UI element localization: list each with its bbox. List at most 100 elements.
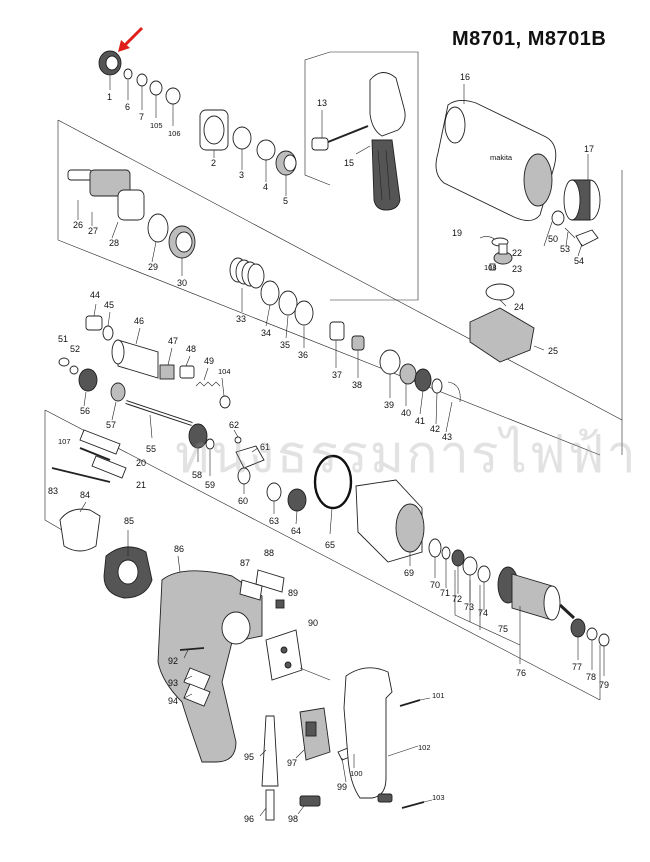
part-label-93: 93: [168, 678, 178, 688]
part-89: [275, 599, 285, 609]
model-title: M8701, M8701B: [452, 28, 607, 50]
part-label-38: 38: [352, 380, 362, 390]
part-49-spring: [195, 381, 221, 387]
part-label-29: 29: [148, 262, 158, 272]
part-76-armature: [497, 566, 576, 621]
part-41: [414, 368, 432, 392]
part-label-35: 35: [280, 340, 290, 350]
part-label-43: 43: [442, 432, 452, 442]
part-59: [205, 438, 215, 450]
part-94: [183, 683, 211, 707]
part-95-cord-guard: [261, 715, 279, 787]
part-46-cylinder: [111, 339, 159, 379]
part-label-101: 101: [432, 691, 445, 700]
part-label-70: 70: [430, 580, 440, 590]
part-label-72: 72: [452, 594, 462, 604]
part-label-83: 83: [48, 486, 58, 496]
part-label-74: 74: [478, 608, 488, 618]
part-label-39: 39: [384, 400, 394, 410]
part-78: [586, 627, 598, 641]
part-77: [570, 618, 586, 638]
part-label-17: 17: [584, 144, 594, 154]
part-4: [256, 139, 276, 161]
part-label-51: 51: [58, 334, 68, 344]
part-label-24: 24: [514, 302, 524, 312]
part-47: [159, 364, 175, 380]
part-label-56: 56: [80, 406, 90, 416]
part-103-screw: [401, 801, 425, 809]
part-42: [431, 378, 443, 394]
part-label-21: 21: [136, 480, 146, 490]
part-label-92: 92: [168, 656, 178, 666]
part-label-41: 41: [415, 416, 425, 426]
part-106: [165, 87, 181, 105]
part-101-screw: [399, 699, 421, 707]
part-39: [379, 349, 401, 375]
part-37: [329, 321, 345, 341]
part-5: [275, 150, 297, 176]
part-label-25: 25: [548, 346, 558, 356]
part-label-84: 84: [80, 490, 90, 500]
part-38: [351, 335, 365, 351]
part-79: [598, 633, 610, 647]
part-label-23: 23: [512, 264, 522, 274]
part-20-plate: [79, 429, 121, 455]
part-label-100: 100: [350, 769, 363, 778]
part-label-5: 5: [283, 196, 288, 206]
part-88-label: [255, 569, 285, 593]
part-30: [168, 225, 196, 259]
part-label-20: 20: [136, 458, 146, 468]
part-label-53: 53: [560, 244, 570, 254]
svg-text:makita: makita: [490, 153, 513, 162]
part-92-screw: [179, 647, 205, 651]
part-label-47: 47: [168, 336, 178, 346]
part-label-64: 64: [291, 526, 301, 536]
part-label-79: 79: [599, 680, 609, 690]
part-7: [136, 73, 148, 87]
part-70: [428, 538, 442, 558]
part-1-bearing: [98, 50, 122, 76]
part-40: [399, 363, 417, 385]
part-69-housing: [355, 479, 425, 563]
part-86-motor-housing: [157, 570, 263, 763]
part-56-gear: [78, 368, 98, 392]
part-53-spring: [564, 227, 576, 239]
part-96-cord: [265, 789, 275, 821]
part-label-69: 69: [404, 568, 414, 578]
part-74: [477, 565, 491, 583]
part-label-16: 16: [460, 72, 470, 82]
part-label-90: 90: [308, 618, 318, 628]
part-label-36: 36: [298, 350, 308, 360]
part-65-oring: [313, 454, 353, 510]
part-label-95: 95: [244, 752, 254, 762]
part-label-37: 37: [332, 370, 342, 380]
part-104: [219, 395, 231, 409]
part-24-ring: [485, 283, 515, 301]
part-105: [149, 80, 163, 96]
part-label-59: 59: [205, 480, 215, 490]
part-label-52: 52: [70, 344, 80, 354]
part-label-19: 19: [452, 228, 462, 238]
part-label-1: 1: [107, 92, 112, 102]
part-label-60: 60: [238, 496, 248, 506]
part-85-field: [103, 546, 153, 599]
part-label-98: 98: [288, 814, 298, 824]
part-34: [260, 280, 280, 306]
part-label-42: 42: [430, 424, 440, 434]
part-35: [278, 290, 298, 316]
part-label-2: 2: [211, 158, 216, 168]
part-21-plate: [91, 455, 127, 479]
part-102-handle-cover: [343, 667, 393, 803]
part-label-49: 49: [204, 356, 214, 366]
part-label-45: 45: [104, 300, 114, 310]
part-57: [110, 382, 126, 402]
part-50: [551, 210, 565, 226]
part-label-3: 3: [239, 170, 244, 180]
part-label-73: 73: [464, 602, 474, 612]
part-23: [493, 243, 513, 265]
part-label-78: 78: [586, 672, 596, 682]
part-label-30: 30: [177, 278, 187, 288]
part-label-33: 33: [236, 314, 246, 324]
part-label-44: 44: [90, 290, 100, 300]
part-13-bolt: [311, 125, 369, 151]
